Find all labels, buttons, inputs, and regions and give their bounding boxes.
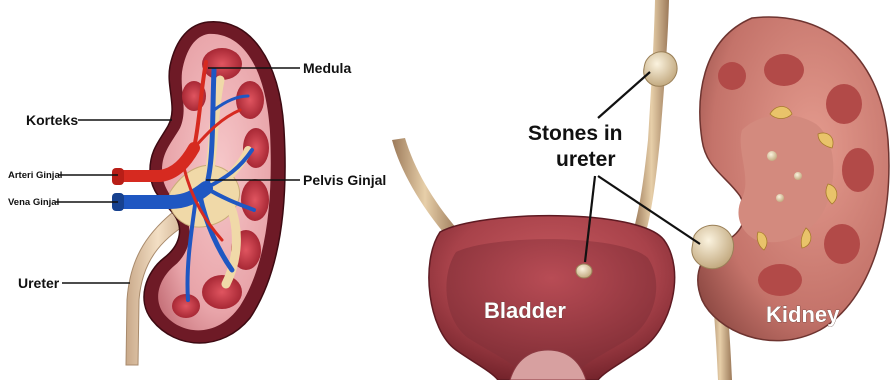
- ureter-stone-upper: [644, 52, 677, 87]
- kidney-pyramid: [842, 148, 874, 192]
- kidney-pyramid: [758, 264, 802, 296]
- pyramid: [236, 81, 264, 119]
- label-ureter: Ureter: [18, 275, 60, 291]
- label-pelvis-ginjal: Pelvis Ginjal: [303, 172, 386, 188]
- artery-stub: [112, 168, 124, 185]
- kidney-pyramid: [718, 62, 746, 90]
- label-ureter-right: ureter: [556, 148, 616, 171]
- label-stones-in: Stones in: [528, 122, 623, 145]
- label-medula: Medula: [303, 60, 351, 76]
- bladder-stone: [576, 264, 592, 278]
- small-stone: [776, 194, 784, 202]
- small-stone: [767, 151, 777, 161]
- label-arteri-ginjal: Arteri Ginjal: [8, 170, 62, 181]
- left-ureter: [392, 138, 458, 238]
- kidney-pyramid: [764, 54, 804, 86]
- pyramid: [202, 275, 242, 309]
- kidney-pyramid: [826, 84, 862, 124]
- kidney-cross-section: [112, 22, 285, 365]
- label-kidney: Kidney: [766, 302, 840, 327]
- small-stone: [794, 172, 802, 180]
- stones-leader-upper: [598, 72, 650, 118]
- upper-ureter: [634, 0, 669, 232]
- pyramid: [241, 179, 269, 221]
- label-bladder: Bladder: [484, 298, 566, 323]
- kidney-pyramid: [824, 224, 860, 264]
- pyramid: [202, 48, 242, 80]
- label-korteks: Korteks: [26, 112, 78, 128]
- label-vena-ginjal: Vena Ginjal: [8, 197, 59, 208]
- ureter-stone-lower: [692, 225, 734, 269]
